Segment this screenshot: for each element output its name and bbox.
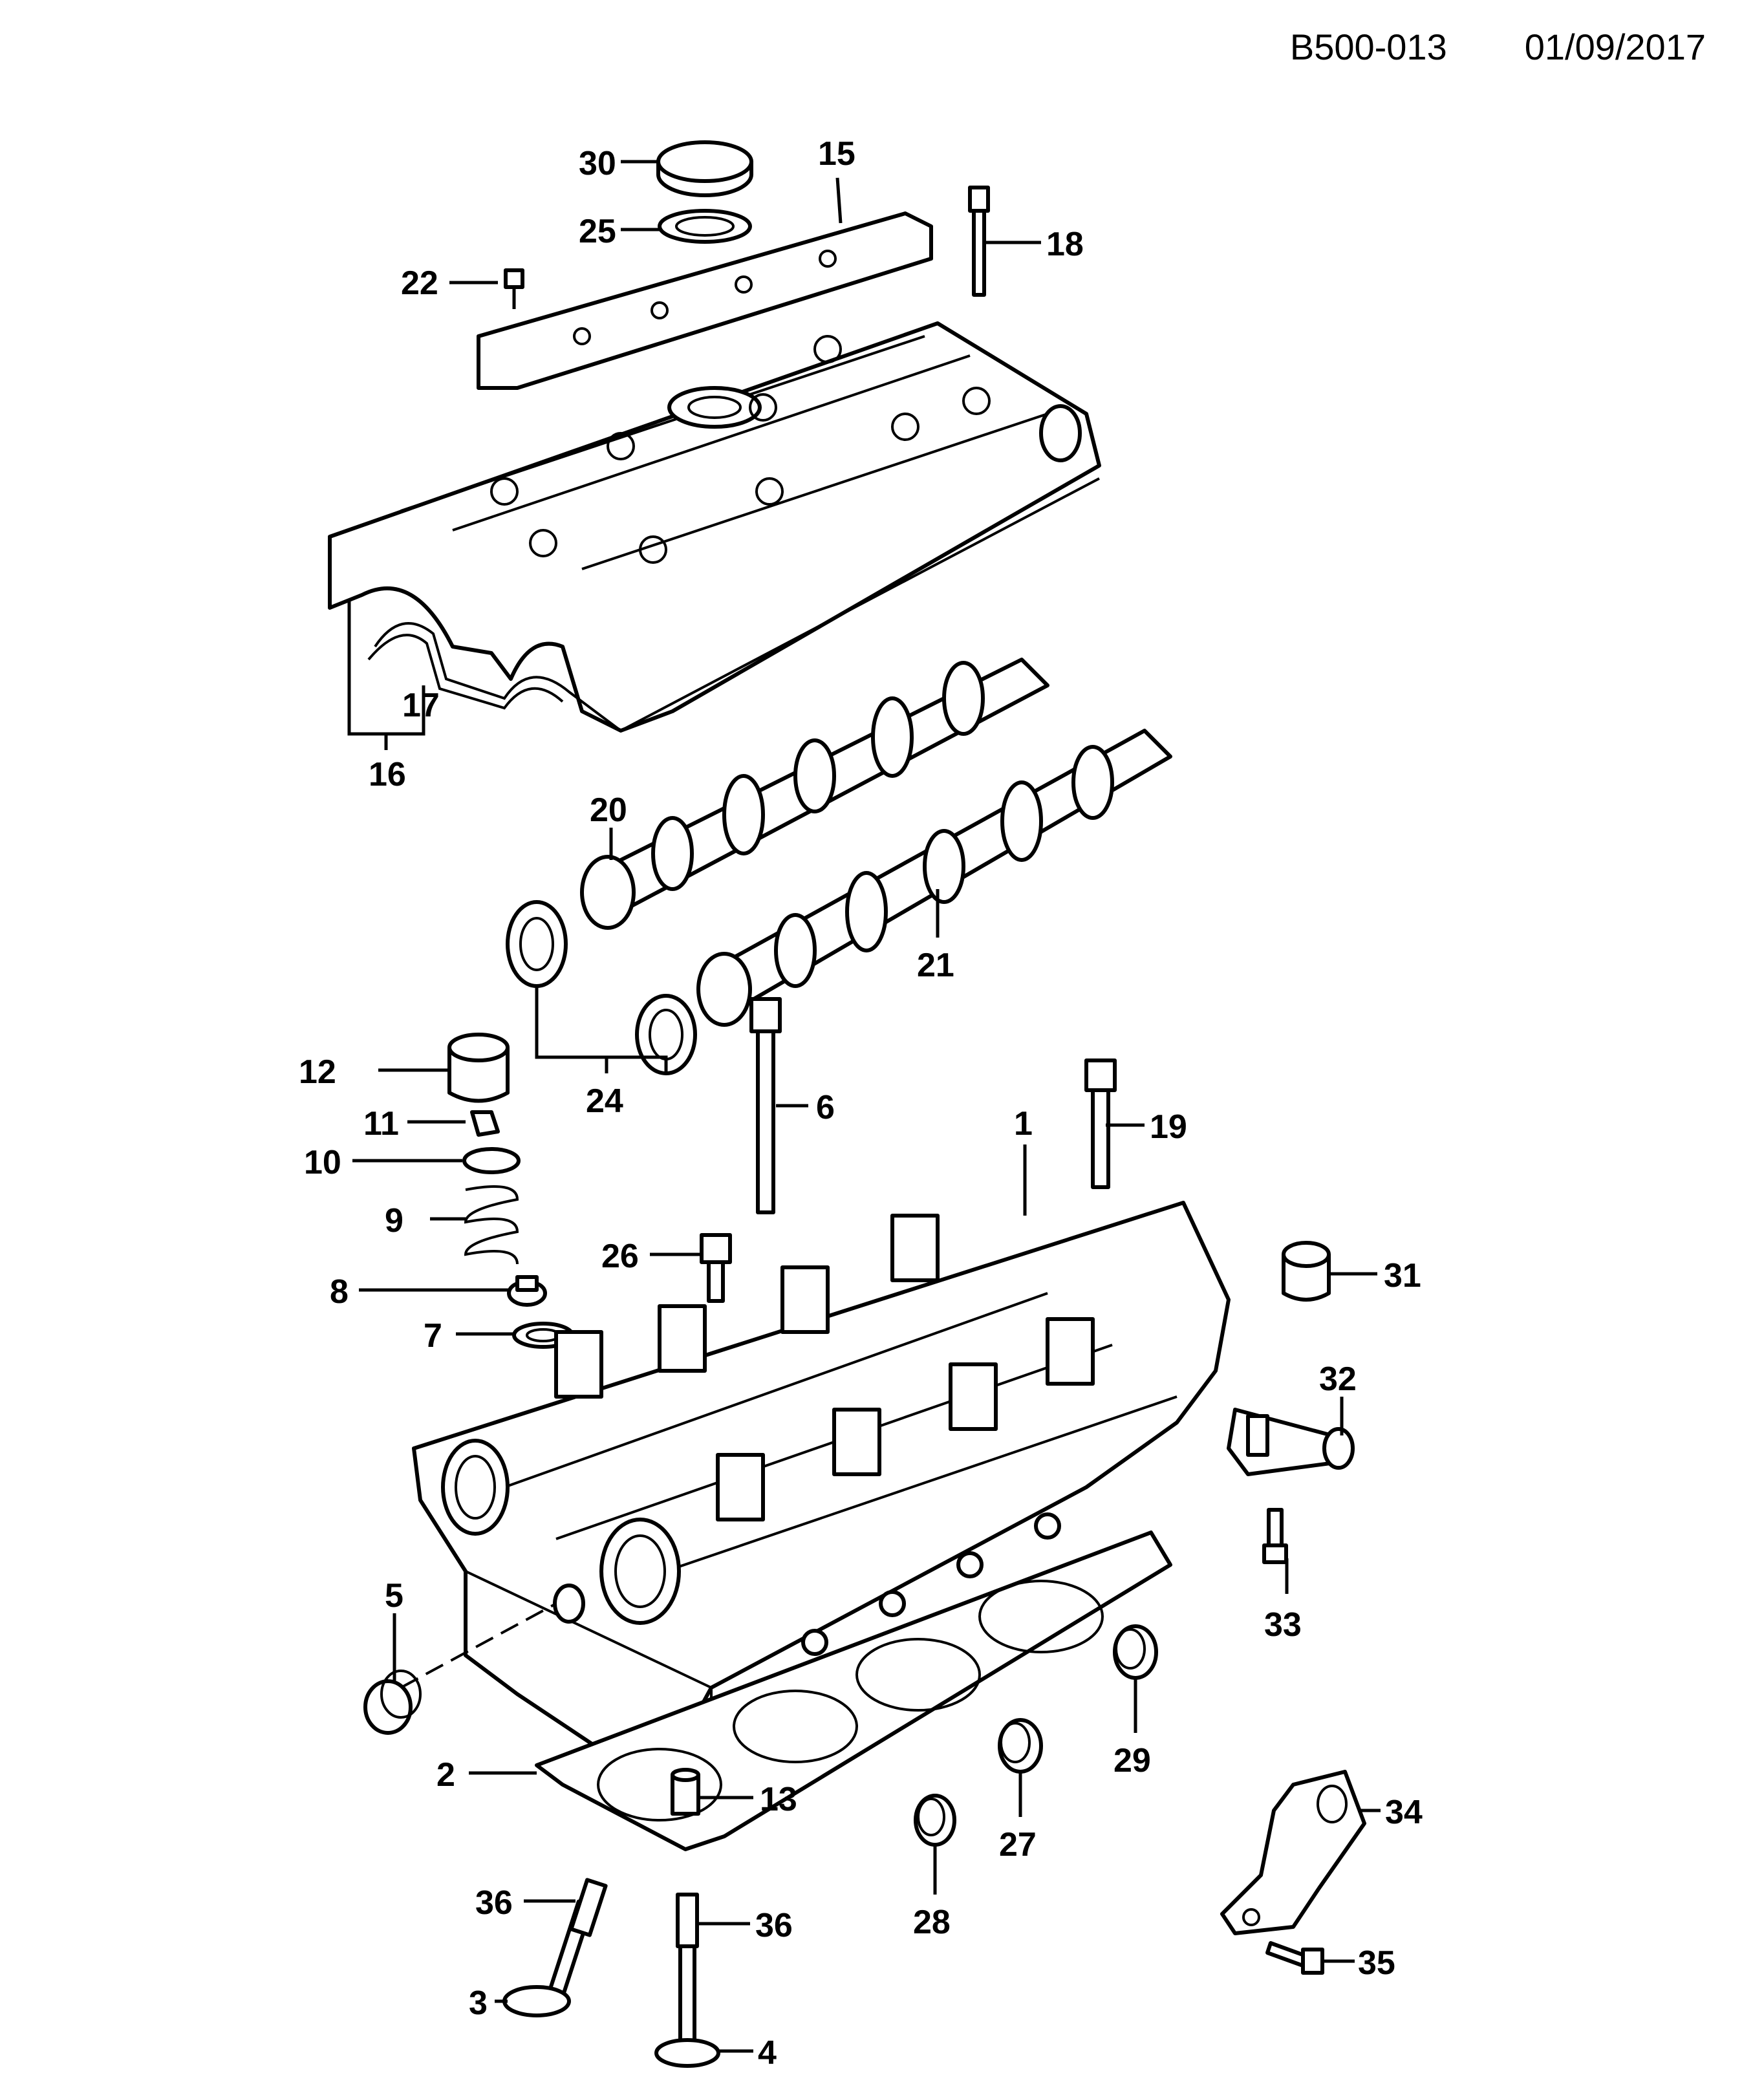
label-18: 18 (1046, 226, 1084, 263)
label-24: 24 (586, 1082, 623, 1120)
valve-guide-b (676, 1893, 699, 1948)
rubber-cap (1282, 1241, 1331, 1302)
label-25: 25 (579, 213, 616, 250)
cam-cover (328, 321, 1101, 733)
label-34: 34 (1385, 1794, 1423, 1831)
label-33: 33 (1264, 1606, 1302, 1644)
label-1: 1 (1014, 1105, 1033, 1143)
cam-cover-gasket (367, 477, 1100, 733)
threaded-plug (363, 1602, 557, 1735)
lifting-bracket (1220, 1770, 1366, 1935)
label-10: 10 (304, 1144, 341, 1181)
label-21: 21 (917, 947, 954, 984)
label-36-left: 36 (475, 1884, 513, 1922)
label-5: 5 (385, 1577, 403, 1615)
label-22: 22 (401, 264, 438, 302)
label-19: 19 (1150, 1108, 1187, 1146)
spring-retainer (462, 1147, 521, 1174)
label-20: 20 (590, 791, 627, 829)
filler-cap-seal (658, 209, 752, 244)
valve-collets (470, 1110, 500, 1137)
label-8: 8 (330, 1273, 349, 1311)
flange-bolt (700, 1233, 732, 1303)
label-13: 13 (760, 1781, 797, 1818)
label-26: 26 (601, 1238, 639, 1275)
cylinder-head (412, 1201, 1231, 1787)
label-7: 7 (424, 1317, 442, 1355)
diagram-code: B500-013 (1289, 27, 1447, 67)
dowel-sleeve (671, 1768, 700, 1816)
label-30: 30 (579, 145, 616, 182)
valve-exhaust (654, 1938, 720, 2068)
label-9: 9 (385, 1202, 403, 1240)
cover-screw (504, 268, 524, 309)
label-4: 4 (758, 2034, 777, 2072)
head-bolt-long (1084, 1058, 1117, 1189)
valve-guide-a (569, 1878, 608, 1937)
head-bolt (749, 997, 782, 1214)
label-31: 31 (1384, 1257, 1421, 1295)
camshaft-exhaust (580, 658, 1049, 930)
camshaft-seal-a (506, 900, 568, 988)
cam-cover-plate (477, 211, 933, 390)
label-12: 12 (299, 1053, 336, 1091)
expansion-plug-28 (914, 1794, 956, 1847)
label-3: 3 (469, 1984, 488, 2022)
sensor-bolt (1262, 1508, 1288, 1564)
part-labels: 30 25 15 22 18 17 16 20 21 24 12 11 10 9… (299, 135, 1423, 2072)
label-16: 16 (369, 756, 406, 793)
valve-spring (464, 1185, 519, 1265)
header: B500-013 01/09/2017 (1212, 26, 1706, 68)
camshaft-intake (696, 729, 1172, 1027)
oil-filler-cap (656, 140, 753, 197)
label-35: 35 (1358, 1944, 1395, 1982)
label-17: 17 (402, 687, 440, 724)
tappet (447, 1033, 510, 1103)
label-6: 6 (816, 1089, 835, 1126)
label-29: 29 (1113, 1742, 1151, 1779)
label-27: 27 (999, 1826, 1037, 1864)
leader-lines (347, 160, 1381, 2053)
label-28: 28 (913, 1904, 951, 1941)
cover-bolt (968, 186, 990, 297)
valve-stem-seal (507, 1275, 547, 1307)
label-32: 32 (1319, 1360, 1357, 1398)
expansion-plug-27 (998, 1718, 1043, 1774)
label-15: 15 (818, 135, 855, 173)
camshaft-sensor (1227, 1408, 1355, 1476)
label-36-right: 36 (755, 1907, 793, 1944)
diagram-date: 01/09/2017 (1524, 27, 1706, 67)
bracket-bolt (1265, 1941, 1324, 1975)
label-11: 11 (363, 1105, 399, 1143)
label-2: 2 (436, 1756, 455, 1794)
expansion-plug-29 (1113, 1624, 1158, 1680)
